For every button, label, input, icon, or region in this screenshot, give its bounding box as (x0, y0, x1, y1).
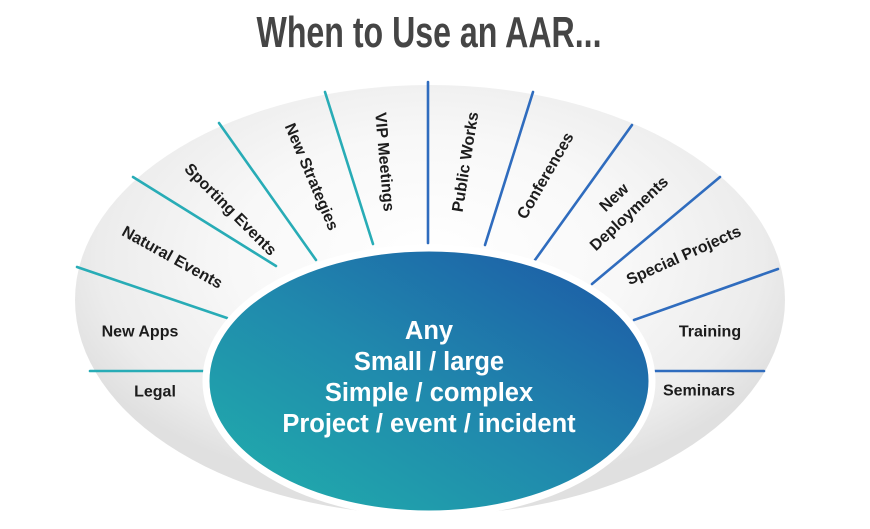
center-text-line-4: Project / event / incident (282, 410, 576, 438)
sector-divider-special-training (632, 267, 780, 322)
sector-label-training: Training (679, 324, 741, 341)
sector-label-legal: Legal (134, 384, 176, 401)
center-text-line-2: Small / large (354, 348, 504, 376)
sector-divider-sporting-strategies (217, 121, 318, 262)
center-text-line-1: Any (405, 317, 454, 345)
center-ellipse (202, 244, 656, 518)
sector-label-new-apps: New Apps (102, 324, 179, 341)
sector-divider-strategies-vip (323, 90, 375, 246)
page-title: When to Use an AAR... (257, 8, 602, 57)
sector-divider-conferences-deployments (533, 123, 634, 262)
sector-divider-natural-sporting (131, 175, 278, 268)
sector-divider-deployments-special (590, 175, 722, 286)
sector-label-seminars: Seminars (663, 383, 735, 400)
sector-divider-publicworks-conferences (483, 90, 535, 247)
sector-divider-newapps-natural (75, 265, 229, 320)
center-text-line-3: Simple / complex (325, 379, 533, 407)
